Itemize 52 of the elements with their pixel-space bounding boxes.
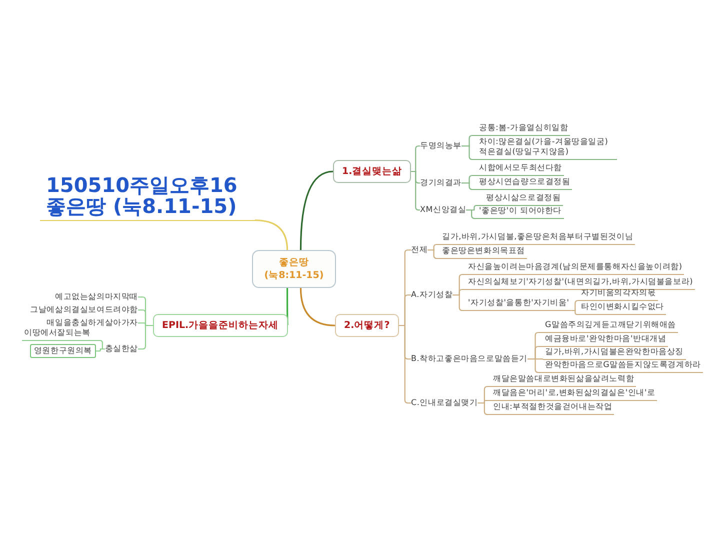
subtopic-text: 자신의실체보기'자기성찰'(내면의길가,바위,가시덤불을보라) bbox=[466, 277, 696, 290]
subtopic-text: '좋은땅'이 되어야한다 bbox=[477, 206, 564, 219]
subtopic-text: 인내:부적절한것을걷어내는작업 bbox=[491, 402, 614, 415]
subtopic-text: 자기비움의각자의몫 bbox=[579, 288, 658, 301]
subtopic-text: 이땅에서잘되는복 bbox=[22, 328, 100, 341]
topic-label: 그날에삶의결실보여드려야함 bbox=[30, 305, 138, 315]
topic-label: 예고없는삶의마지막때 bbox=[55, 292, 138, 302]
connector-line bbox=[466, 209, 477, 220]
connector-line bbox=[254, 219, 288, 250]
subtopic-text: 깨달은말씀대로변화된삶을살려노력함 bbox=[491, 374, 636, 387]
subtopic-text: 시합에서모두최선다함 bbox=[477, 163, 564, 176]
topic-label: 전제 bbox=[411, 245, 428, 255]
connector-line bbox=[300, 288, 336, 326]
subtopic-text: 공통:봄-가을열심히일함 bbox=[477, 123, 570, 136]
connector-line bbox=[428, 249, 440, 260]
subtopic-text: 타인이변화시킬수없다 bbox=[579, 302, 666, 315]
topic-label: A.자기성찰 bbox=[411, 290, 453, 300]
subtopic-text: '자기성찰'을통한'자기비움' bbox=[466, 298, 572, 311]
topic-label: 매일을충실하게살아가자 bbox=[46, 318, 138, 328]
subtopic-text: 완악한마음으로G말씀듣지않도록경계하라 bbox=[543, 360, 703, 373]
central-topic-box: 좋은땅 (눅8:11-15) bbox=[252, 250, 336, 288]
subtopic-text: 평상시연습량으로결정됨 bbox=[477, 177, 572, 190]
connector-line bbox=[452, 294, 466, 312]
topic-box: EPIL.가을을준비하는자세 bbox=[153, 314, 288, 337]
connector-line bbox=[300, 170, 334, 250]
connector-line bbox=[96, 348, 105, 352]
subtopic-text: 길가,바위,가시덤불은완악한마음상징 bbox=[543, 347, 686, 360]
topic-box: 2.어떻게? bbox=[335, 314, 399, 337]
subtopic-text: 예금융바로'완악한마음'반대개념 bbox=[543, 334, 668, 347]
subtopic-text: 길가,바위,가시덤불,좋은땅은처음부터구별된것이님 bbox=[440, 232, 636, 245]
topic-label: 두명의농부 bbox=[420, 141, 462, 151]
connector-line bbox=[462, 145, 477, 160]
topic-label: 충실한삶 bbox=[104, 344, 138, 354]
subtopic-text: 깨달음은'머리'로,변화된삶의결실은'인내'로 bbox=[491, 388, 658, 401]
topic-label: B.착하고좋은마음으로말씀듣기 bbox=[411, 354, 528, 364]
connector-line bbox=[478, 402, 491, 416]
connector-line bbox=[99, 340, 105, 350]
topic-box: 1.결실맺는삶 bbox=[333, 160, 412, 183]
subtopic-text: 평상시삶으로결정됨 bbox=[484, 193, 563, 206]
connector-line bbox=[571, 310, 579, 316]
subtopic-text: 좋은땅은변화의목표점 bbox=[440, 246, 527, 259]
connector-line bbox=[462, 182, 477, 190]
subtopic-text: 자신을높이려는마음경계(남의문제를통해자신을높이려함) bbox=[466, 262, 684, 275]
title: 150510주일오후16 좋은땅 (눅8.11-15) bbox=[40, 175, 255, 221]
subtopic-text: 차이:많은결실(가을-겨울땅을일굼) 적은결실(땅일구지않음) bbox=[477, 137, 617, 160]
subtopic-box: 영원한구원의복 bbox=[30, 344, 96, 358]
topic-label: C.인내로결실맺기 bbox=[411, 398, 478, 408]
topic-label: XM신앙결실 bbox=[420, 205, 466, 215]
connector-line bbox=[528, 358, 543, 374]
subtopic-text: G말씀주의깊게듣고깨닫기위해애씀 bbox=[543, 320, 678, 333]
topic-label: 경기의결과 bbox=[420, 178, 462, 188]
connector-line bbox=[411, 170, 420, 211]
